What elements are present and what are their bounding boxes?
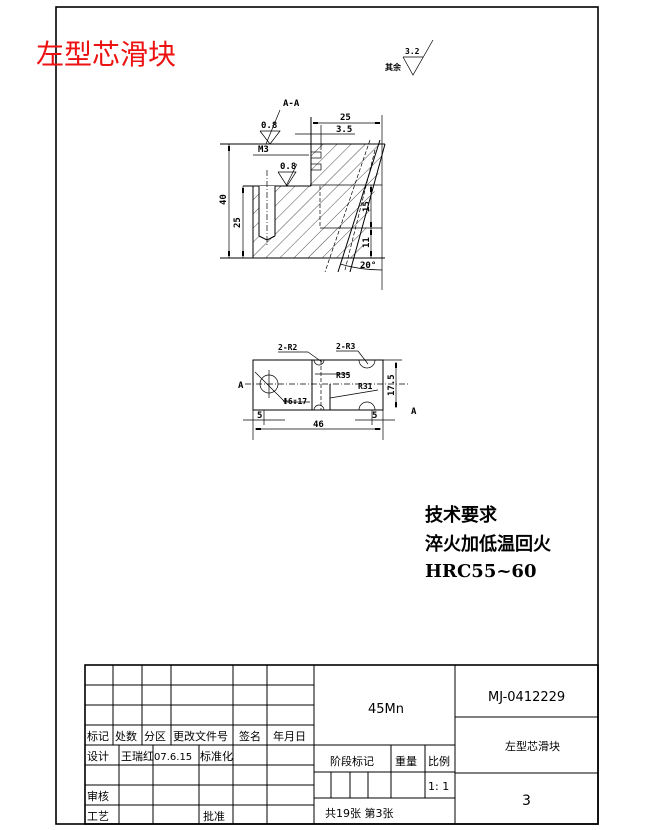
callout-r3: 2-R3 [336, 342, 355, 351]
dim-left: 5 [257, 411, 262, 421]
weight-label: 重量 [395, 754, 417, 768]
drawing-number: MJ-0412229 [488, 690, 565, 705]
sheet-count: 共19张 第3张 [325, 806, 394, 820]
roughness-value-2: 0.8 [280, 162, 296, 172]
callout-r31: R31 [358, 382, 373, 391]
dim-offset: 3.5 [336, 125, 352, 135]
dim-right: 5 [372, 411, 377, 421]
callout-hole: Φ6↧17 [283, 397, 307, 406]
dim-lower: 11 [362, 237, 372, 248]
dim-top-width: 25 [340, 113, 351, 123]
dim-height: 40 [219, 194, 229, 205]
review-label: 审核 [87, 789, 109, 803]
scale-value: 1: 1 [428, 780, 449, 793]
drawing-title: 左型芯滑块 [36, 38, 176, 71]
roughness-other-symbol: 其余 3.2 [385, 39, 434, 76]
dim-upper: 15 [362, 201, 372, 212]
stage-mark-label: 阶段标记 [330, 754, 374, 768]
designer-name: 王瑞红 [121, 749, 154, 763]
cut-label-right: A [411, 407, 417, 417]
process-label: 工艺 [87, 810, 109, 823]
technical-requirements: 技术要求 淬火加低温回火 HRC55~60 [425, 504, 552, 582]
plan-view: A A Φ6↧17 2-R2 2-R3 R35 R31 5 5 [238, 342, 417, 440]
dim-bore-depth: 25 [233, 217, 243, 228]
material: 45Mn [368, 702, 404, 717]
design-label: 设计 [87, 750, 109, 763]
roughness-icon-2 [277, 171, 297, 187]
dim-angle: 20° [360, 261, 376, 271]
dim-height-plan: 17.5 [387, 374, 397, 396]
roughness-other-value: 3.2 [405, 47, 420, 56]
roughness-other-label: 其余 [385, 62, 402, 72]
tech-heading: 技术要求 [425, 504, 498, 526]
part-name: 左型芯滑块 [505, 739, 560, 753]
tech-line-1: 淬火加低温回火 [425, 533, 552, 555]
roughness-icon-1 [259, 130, 281, 145]
header-zone: 分区 [144, 730, 166, 743]
header-sign: 签名 [239, 729, 261, 743]
callout-r35: R35 [336, 371, 351, 380]
standardization-label: 标准化 [200, 749, 233, 763]
approve-label: 批准 [203, 809, 225, 823]
cut-label-left: A [238, 381, 244, 391]
roughness-icon [402, 39, 434, 76]
sheet-index: 3 [522, 793, 531, 809]
section-view-a-a: A-A 0.8 25 [219, 99, 386, 290]
header-mark: 标记 [87, 729, 109, 743]
scale-label: 比例 [428, 754, 450, 768]
tech-line-2: HRC55~60 [425, 561, 536, 582]
header-date: 年月日 [273, 729, 306, 743]
dim-thread: M3 [258, 145, 269, 155]
roughness-value-1: 0.8 [261, 121, 277, 131]
callout-r2: 2-R2 [278, 343, 297, 352]
header-doc-no: 更改文件号 [173, 729, 228, 743]
design-date: 07.6.15 [154, 752, 192, 763]
dim-width: 46 [313, 420, 324, 430]
header-count: 处数 [115, 730, 137, 743]
title-block: 标记 处数 分区 更改文件号 签名 年月日 设计 王瑞红 07.6.15 标准化… [84, 664, 599, 825]
section-label: A-A [283, 99, 300, 109]
